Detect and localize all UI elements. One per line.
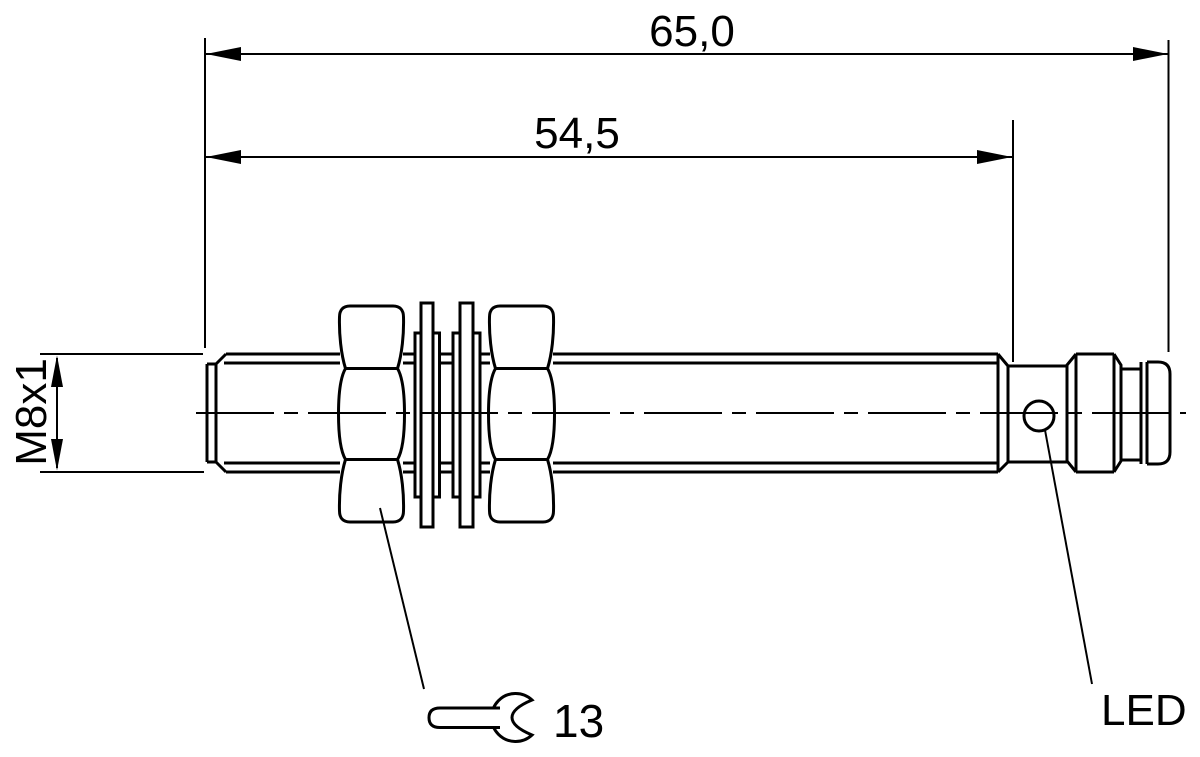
thread-spec-label: M8x1 [7,358,56,466]
front-chamfer [214,352,228,474]
dimension-overall-length: 65,0 [204,7,1170,352]
thread-length-label: 54,5 [534,109,620,158]
wrench-handle-fill [429,709,500,726]
arrowhead-up [51,355,63,387]
washer-large-1 [419,301,435,529]
sensor-body [205,352,1172,474]
dimension-thread-length: 54,5 [206,109,1014,362]
led-leader-line [1044,429,1093,685]
washers [413,301,482,529]
led-indicator-circle [1022,399,1056,433]
wrench-icon [427,692,535,743]
arrowhead-left [206,150,241,164]
connector-neck [1121,367,1141,462]
nut-leader-line [379,507,425,690]
arrowhead-right [1133,47,1168,61]
arrowhead-down [51,439,63,471]
wrench-handle [427,706,500,729]
wrench-size-label: 13 [553,695,604,747]
overall-length-label: 65,0 [649,7,735,56]
arrowhead-right [977,150,1012,164]
wrench-callout: 13 [379,507,604,747]
led-indicator: LED [1022,399,1187,735]
wrench-head [490,692,535,743]
led-label: LED [1101,686,1187,735]
dimension-thread-spec: M8x1 [7,353,204,473]
washer-large-2 [458,301,475,529]
sensing-face [205,362,218,464]
arrowhead-left [206,47,241,61]
